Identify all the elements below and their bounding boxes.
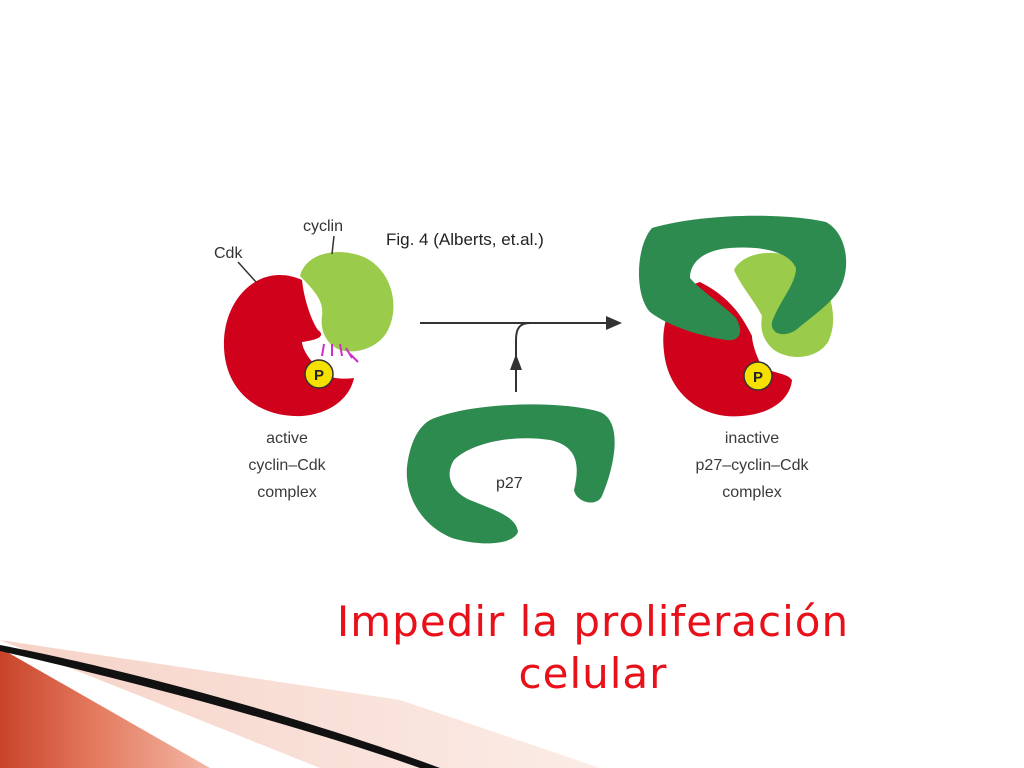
cyclin-label: cyclin	[303, 218, 343, 235]
decorative-swoosh	[0, 640, 600, 768]
p27-label: p27	[496, 475, 523, 492]
slide-title-line1: Impedir la proliferación	[336, 597, 850, 646]
left-caption-line2: cyclin–Cdk	[248, 457, 326, 474]
figure-citation: Fig. 4 (Alberts, et.al.)	[386, 230, 544, 249]
p27-join-arrow	[515, 322, 531, 392]
reaction-arrows	[420, 316, 622, 392]
phosphate-label: P	[314, 367, 324, 384]
slide-title: Impedir la proliferación celular	[268, 596, 918, 700]
cdk-pointer	[237, 261, 257, 283]
interaction-dashes	[321, 343, 359, 363]
p27-join-arrowhead	[510, 354, 522, 370]
slide-title-line2: celular	[518, 649, 668, 698]
right-caption-line2: p27–cyclin–Cdk	[696, 457, 810, 474]
inactive-complex: P inactive p27–cyclin–Cdk complex	[638, 215, 847, 501]
p27-shape	[406, 404, 615, 544]
left-caption-line3: complex	[257, 484, 317, 501]
cdk-label: Cdk	[214, 245, 243, 262]
swoosh-dark-line	[0, 645, 440, 768]
swoosh-pale-band	[0, 640, 600, 768]
right-caption-line1: inactive	[725, 430, 779, 447]
inactive-phosphate-label: P	[753, 369, 763, 386]
swoosh-orange-band	[0, 648, 210, 768]
cyclin-shape	[300, 252, 394, 352]
phosphate-circle	[304, 359, 334, 389]
inactive-p27-shape	[638, 215, 847, 341]
cyclin-pointer	[331, 235, 335, 255]
active-complex: P Cdk cyclin active cyclin–Cdk complex	[214, 218, 394, 501]
inactive-phosphate-circle	[743, 361, 773, 391]
main-arrowhead	[606, 316, 622, 330]
right-caption-line3: complex	[722, 484, 782, 501]
left-caption-line1: active	[266, 430, 308, 447]
p27-inhibitor: p27	[406, 404, 615, 544]
